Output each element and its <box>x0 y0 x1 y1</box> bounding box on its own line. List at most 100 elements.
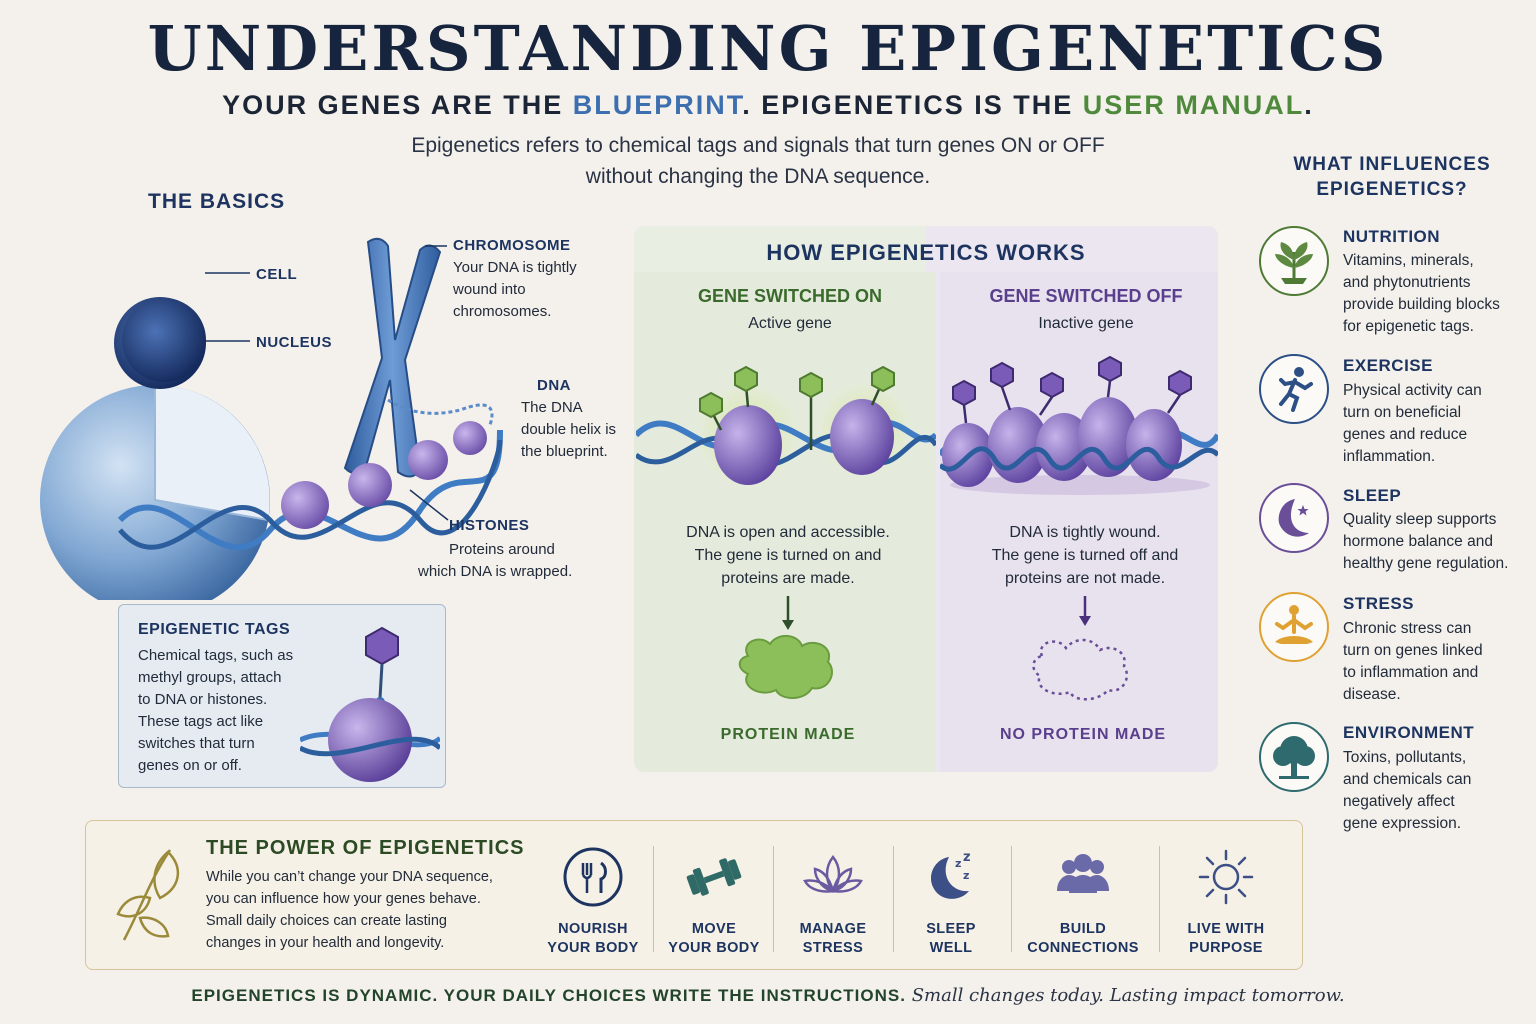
histones-caption: HISTONES Proteins around which DNA is wr… <box>418 517 618 583</box>
nucleus-label: NUCLEUS <box>256 334 333 351</box>
dumbbell-icon <box>686 858 742 896</box>
power-line: While you can’t change your DNA sequence… <box>206 869 493 885</box>
nourish-your-body-item: NOURISH YOUR BODY <box>535 845 651 958</box>
stress-title: STRESS <box>1343 594 1415 613</box>
sun-icon <box>1198 849 1254 905</box>
influence-line: inflammation. <box>1343 448 1436 465</box>
gene-off-line: proteins are not made. <box>1004 570 1166 587</box>
gene-off-line: DNA is tightly wound. <box>1009 524 1161 541</box>
build-connections-item: BUILD CONNECTIONS <box>1025 845 1141 958</box>
power-line: Small daily choices can create lasting <box>206 913 447 929</box>
no-protein-made-label: NO PROTEIN MADE <box>999 726 1167 743</box>
basics-illustration <box>40 237 503 600</box>
gene-on-line: proteins are made. <box>721 570 855 587</box>
gene-off-dna-illustration <box>940 355 1218 495</box>
influences-heading-line: EPIGENETICS? <box>1316 179 1468 200</box>
runner-icon <box>1279 367 1313 412</box>
fork-knife-icon <box>563 847 623 907</box>
methyl-tag-histone-illustration <box>300 626 440 782</box>
intro-line: without changing the DNA sequence. <box>585 165 931 188</box>
gene-off-line: The gene is turned off and <box>991 547 1179 564</box>
gene-off-header: GENE SWITCHED OFF Inactive gene <box>936 286 1236 335</box>
histones-title: HISTONES <box>449 517 530 534</box>
gene-off-column <box>940 272 1218 772</box>
tags-line: methyl groups, attach <box>138 669 282 686</box>
environment-body: Toxins, pollutants, and chemicals can ne… <box>1343 747 1533 835</box>
chromosome-line: chromosomes. <box>453 303 552 320</box>
influence-line: gene expression. <box>1343 815 1462 832</box>
power-item-line: NOURISH <box>558 921 628 937</box>
power-divider <box>1011 846 1012 952</box>
epigenetic-tags-title: EPIGENETIC TAGS <box>138 621 291 638</box>
environment-title: ENVIRONMENT <box>1343 723 1475 742</box>
exercise-icon-circle <box>1259 354 1329 424</box>
chromosome-title: CHROMOSOME <box>453 237 571 254</box>
nutrition-title: NUTRITION <box>1343 227 1441 246</box>
power-item-line: PURPOSE <box>1189 940 1263 956</box>
power-item-line: YOUR BODY <box>668 940 760 956</box>
influence-line: turn on beneficial <box>1343 404 1462 421</box>
power-divider <box>893 846 894 952</box>
power-item-line: LIVE WITH <box>1187 921 1265 937</box>
sleep-body: Quality sleep supports hormone balance a… <box>1343 509 1533 575</box>
svg-text:z: z <box>963 869 969 882</box>
influence-line: disease. <box>1343 686 1401 703</box>
footer-strong: EPIGENETICS IS DYNAMIC. YOUR DAILY CHOIC… <box>191 986 906 1005</box>
power-line: you can influence how your genes behave. <box>206 891 481 907</box>
environment-icon-circle <box>1259 722 1329 792</box>
nucleus-illustration <box>122 298 206 382</box>
power-divider <box>773 846 774 952</box>
manage-stress-item: MANAGE STRESS <box>775 845 891 958</box>
power-item-line: STRESS <box>802 940 864 956</box>
gene-on-dna-illustration <box>636 365 936 487</box>
svg-text:z: z <box>955 857 961 870</box>
histones-line: which DNA is wrapped. <box>418 563 573 580</box>
gene-off-title: GENE SWITCHED OFF <box>989 286 1183 306</box>
dna-line: double helix is <box>521 421 617 438</box>
how-heading: HOW EPIGENETICS WORKS <box>766 240 1086 265</box>
protein-made-label: PROTEIN MADE <box>720 726 856 743</box>
power-item-line: MANAGE <box>799 921 867 937</box>
histones-line: Proteins around <box>449 541 555 558</box>
stress-body: Chronic stress can turn on genes linked … <box>1343 618 1533 706</box>
dna-line: the blueprint. <box>521 443 608 460</box>
subtitle-blueprint: BLUEPRINT <box>572 90 743 120</box>
sleep-moon-icon: z z z <box>930 850 971 899</box>
chromosome-caption: CHROMOSOME Your DNA is tightly wound int… <box>453 237 623 323</box>
power-divider <box>1159 846 1160 952</box>
power-of-epigenetics-card <box>85 820 1303 970</box>
gene-off-description: DNA is tightly wound. The gene is turned… <box>940 521 1230 590</box>
power-item-line: BUILD <box>1059 921 1107 937</box>
dna-caption: DNA The DNA double helix is the blueprin… <box>521 377 631 463</box>
influence-line: healthy gene regulation. <box>1343 555 1509 572</box>
subtitle-part-3: . <box>1304 90 1314 120</box>
footer-italic: Small changes today. Lasting impact tomo… <box>911 985 1345 1006</box>
exercise-body: Physical activity can turn on beneficial… <box>1343 380 1533 468</box>
basics-heading: THE BASICS <box>148 190 286 213</box>
influence-line: Toxins, pollutants, <box>1343 749 1467 766</box>
influence-line: Vitamins, minerals, <box>1343 252 1474 269</box>
influence-line: hormone balance and <box>1343 533 1493 550</box>
protein-made-illustration <box>738 596 833 699</box>
intro-text: Epigenetics refers to chemical tags and … <box>368 130 1148 192</box>
exercise-title: EXERCISE <box>1343 356 1433 375</box>
tags-line: to DNA or histones. <box>138 691 268 708</box>
footer-tagline: EPIGENETICS IS DYNAMIC. YOUR DAILY CHOIC… <box>0 985 1536 1006</box>
power-heading: THE POWER OF EPIGENETICS <box>206 837 525 859</box>
tree-icon <box>1273 736 1315 779</box>
gene-off-subtitle: Inactive gene <box>1038 315 1134 332</box>
people-icon <box>1057 854 1109 893</box>
influence-line: genes and reduce <box>1343 426 1468 443</box>
gene-on-line: DNA is open and accessible. <box>686 524 890 541</box>
influences-heading-line: WHAT INFLUENCES <box>1293 154 1491 175</box>
no-protein-illustration <box>1032 596 1129 701</box>
sleep-icon-circle <box>1259 483 1329 553</box>
influence-line: Chronic stress can <box>1343 620 1472 637</box>
power-item-line: MOVE <box>691 921 737 937</box>
tags-line: These tags act like <box>138 713 264 730</box>
move-your-body-item: MOVE YOUR BODY <box>656 845 772 958</box>
gene-on-subtitle: Active gene <box>748 315 832 332</box>
live-with-purpose-item: LIVE WITH PURPOSE <box>1168 845 1284 958</box>
moon-icon <box>1278 499 1309 537</box>
influence-line: for epigenetic tags. <box>1343 318 1474 335</box>
